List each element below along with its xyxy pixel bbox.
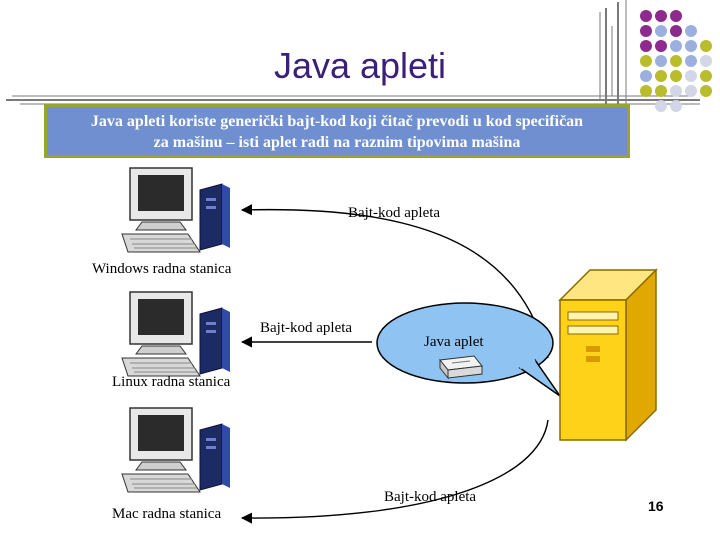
station-label-mac: Mac radna stanica <box>112 506 222 522</box>
description-line-2: za mašinu – isti aplet radi na raznim ti… <box>153 134 521 151</box>
linux-workstation-icon <box>121 291 231 377</box>
description-line-1: Java apleti koriste generički bajt-kod k… <box>90 113 584 130</box>
page-number: 16 <box>648 498 664 514</box>
server-tower-icon <box>558 268 658 442</box>
applet-package-icon <box>439 355 483 380</box>
arrow-to-mac <box>240 419 549 524</box>
decorative-lines <box>599 0 627 114</box>
title-underline-lines <box>6 95 700 105</box>
arrow-label-linux: Bajt-kod apleta <box>260 320 353 336</box>
windows-workstation-icon <box>121 167 231 253</box>
station-label-linux: Linux radna stanica <box>112 374 231 390</box>
arrow-label-windows: Bajt-kod apleta <box>348 205 441 221</box>
description-callout: Java apleti koriste generički bajt-kod k… <box>44 104 630 158</box>
applet-bubble <box>376 302 561 397</box>
station-label-windows: Windows radna stanica <box>92 261 232 277</box>
decorative-dots <box>640 10 712 112</box>
applet-label: Java aplet <box>424 334 484 350</box>
slide-title: Java apleti <box>273 45 447 86</box>
arrow-label-mac: Bajt-kod apleta <box>384 489 477 505</box>
mac-workstation-icon <box>121 407 231 493</box>
